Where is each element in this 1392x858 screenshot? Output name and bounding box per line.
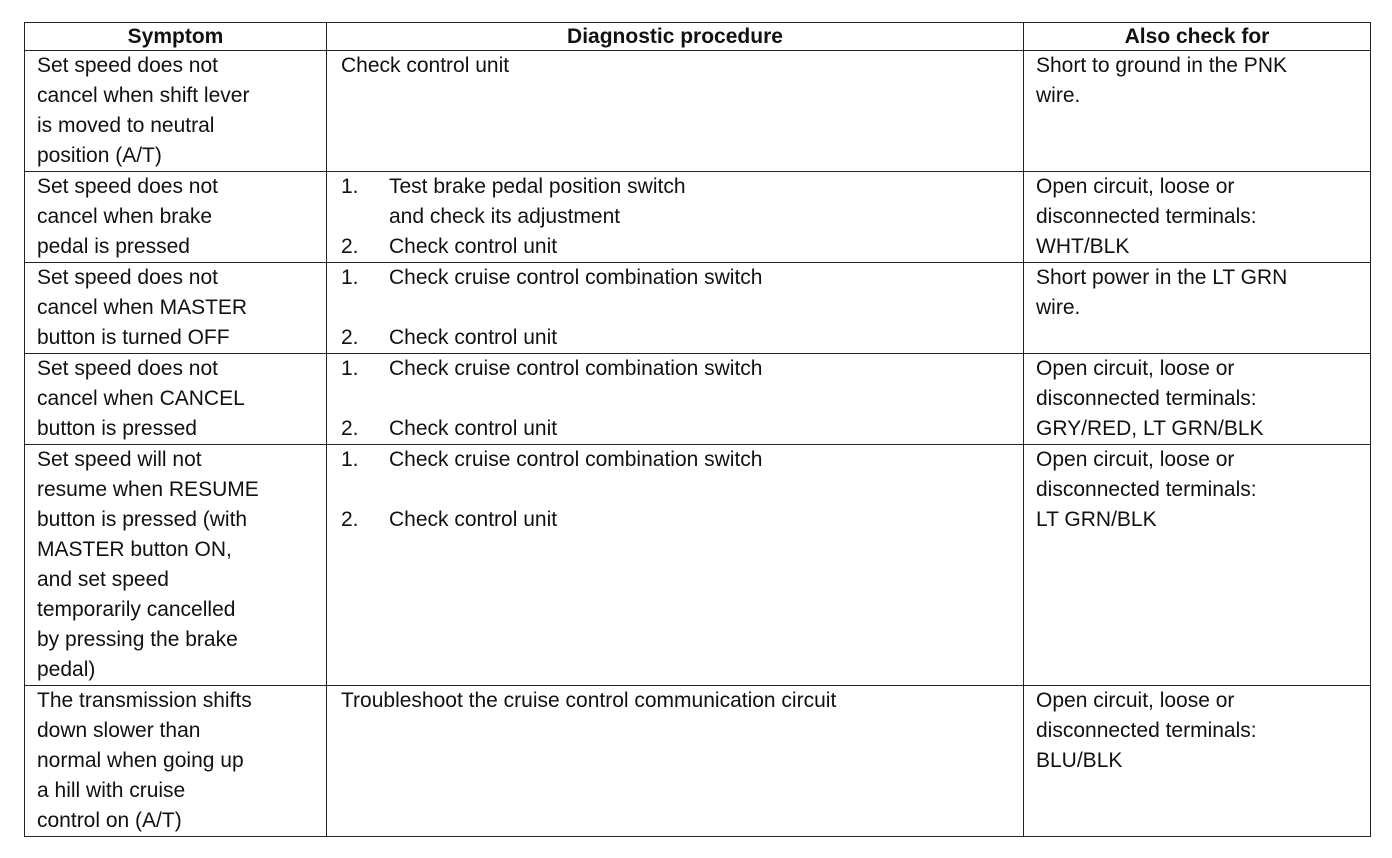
procedure-cell: Check control unit bbox=[326, 50, 1024, 172]
symptom-line: button is pressed bbox=[37, 417, 197, 440]
also-check-line: wire. bbox=[1036, 296, 1081, 319]
procedure-step: 2. Check control unit bbox=[341, 414, 1013, 444]
also-check-line: disconnected terminals: bbox=[1036, 387, 1257, 410]
table-row: Set speed does not cancel when brake ped… bbox=[24, 171, 1371, 263]
symptom-line: button is pressed (with bbox=[37, 508, 248, 531]
symptom-line: cancel when shift lever bbox=[37, 84, 250, 107]
also-check-cell: Open circuit, loose or disconnected term… bbox=[1023, 444, 1371, 686]
symptom-line: position (A/T) bbox=[37, 144, 162, 167]
symptom-line: control on (A/T) bbox=[37, 809, 182, 832]
step-text: Test brake pedal position switch bbox=[389, 175, 686, 198]
also-check-line: Open circuit, loose or bbox=[1036, 357, 1235, 380]
symptom-line: pedal) bbox=[37, 658, 96, 681]
also-check-line: BLU/BLK bbox=[1036, 749, 1123, 772]
also-check-cell: Open circuit, loose or disconnected term… bbox=[1023, 353, 1371, 445]
also-check-cell: Open circuit, loose or disconnected term… bbox=[1023, 685, 1371, 837]
symptom-line: Set speed does not bbox=[37, 175, 218, 198]
procedure-step: 2. Check control unit bbox=[341, 505, 1013, 535]
symptom-line: normal when going up bbox=[37, 749, 244, 772]
also-check-line: Open circuit, loose or bbox=[1036, 175, 1235, 198]
step-text: Check cruise control combination switch bbox=[389, 266, 763, 289]
also-check-cell: Short to ground in the PNK wire. bbox=[1023, 50, 1371, 172]
also-check-line: wire. bbox=[1036, 84, 1081, 107]
procedure-step: 2. Check control unit bbox=[341, 232, 1013, 262]
symptom-line: cancel when brake bbox=[37, 205, 213, 228]
procedure-step: 1. Test brake pedal position switch and … bbox=[341, 172, 1013, 232]
also-check-line: Short power in the LT GRN bbox=[1036, 266, 1288, 289]
symptom-line: Set speed does not bbox=[37, 266, 218, 289]
header-row: Symptom Diagnostic procedure Also check … bbox=[24, 22, 1371, 51]
symptom-line: Set speed does not bbox=[37, 357, 218, 380]
procedure-text: Troubleshoot the cruise control communic… bbox=[341, 689, 837, 712]
step-number: 1. bbox=[341, 266, 359, 289]
symptom-cell: Set speed will not resume when RESUME bu… bbox=[24, 444, 327, 686]
also-check-line: GRY/RED, LT GRN/BLK bbox=[1036, 417, 1264, 440]
symptom-line: a hill with cruise bbox=[37, 779, 186, 802]
symptom-cell: Set speed does not cancel when brake ped… bbox=[24, 171, 327, 263]
symptom-cell: Set speed does not cancel when shift lev… bbox=[24, 50, 327, 172]
step-number: 1. bbox=[341, 175, 359, 198]
step-number: 1. bbox=[341, 448, 359, 471]
also-check-cell: Short power in the LT GRN wire. bbox=[1023, 262, 1371, 354]
also-check-line: disconnected terminals: bbox=[1036, 719, 1257, 742]
procedure-cell: 1. Check cruise control combination swit… bbox=[326, 353, 1024, 445]
step-text: Check control unit bbox=[389, 326, 558, 349]
procedure-step: 1. Check cruise control combination swit… bbox=[341, 445, 1013, 475]
procedure-cell: 1. Check cruise control combination swit… bbox=[326, 262, 1024, 354]
symptom-line: is moved to neutral bbox=[37, 114, 215, 137]
symptom-line: down slower than bbox=[37, 719, 201, 742]
table-row: Set speed does not cancel when CANCEL bu… bbox=[24, 353, 1371, 445]
table-row: Set speed will not resume when RESUME bu… bbox=[24, 444, 1371, 686]
also-check-line: disconnected terminals: bbox=[1036, 205, 1257, 228]
table-row: The transmission shifts down slower than… bbox=[24, 685, 1371, 837]
symptom-line: Set speed does not bbox=[37, 54, 218, 77]
symptom-line: resume when RESUME bbox=[37, 478, 259, 501]
procedure-cell: Troubleshoot the cruise control communic… bbox=[326, 685, 1024, 837]
step-number: 2. bbox=[341, 417, 359, 440]
also-check-line: LT GRN/BLK bbox=[1036, 508, 1157, 531]
also-check-line: WHT/BLK bbox=[1036, 235, 1130, 258]
symptom-line: MASTER button ON, bbox=[37, 538, 232, 561]
symptom-line: The transmission shifts bbox=[37, 689, 252, 712]
step-text: Check control unit bbox=[389, 417, 558, 440]
step-text: Check cruise control combination switch bbox=[389, 357, 763, 380]
symptom-line: temporarily cancelled bbox=[37, 598, 236, 621]
table-row: Set speed does not cancel when MASTER bu… bbox=[24, 262, 1371, 354]
also-check-line: Short to ground in the PNK bbox=[1036, 54, 1287, 77]
symptom-line: Set speed will not bbox=[37, 448, 202, 471]
symptom-line: by pressing the brake bbox=[37, 628, 238, 651]
symptom-line: cancel when MASTER bbox=[37, 296, 248, 319]
procedure-step: 1. Check cruise control combination swit… bbox=[341, 263, 1013, 293]
procedure-step: 1. Check cruise control combination swit… bbox=[341, 354, 1013, 384]
header-also-check-for: Also check for bbox=[1023, 22, 1371, 51]
step-number: 2. bbox=[341, 235, 359, 258]
procedure-step: 2. Check control unit bbox=[341, 323, 1013, 353]
step-number: 1. bbox=[341, 357, 359, 380]
symptom-cell: The transmission shifts down slower than… bbox=[24, 685, 327, 837]
header-diagnostic-procedure: Diagnostic procedure bbox=[326, 22, 1024, 51]
step-text: and check its adjustment bbox=[389, 205, 621, 228]
also-check-line: Open circuit, loose or bbox=[1036, 689, 1235, 712]
symptom-cell: Set speed does not cancel when MASTER bu… bbox=[24, 262, 327, 354]
symptom-line: pedal is pressed bbox=[37, 235, 190, 258]
step-text: Check control unit bbox=[389, 508, 558, 531]
step-text: Check cruise control combination switch bbox=[389, 448, 763, 471]
step-number: 2. bbox=[341, 326, 359, 349]
also-check-cell: Open circuit, loose or disconnected term… bbox=[1023, 171, 1371, 263]
symptom-line: cancel when CANCEL bbox=[37, 387, 245, 410]
procedure-cell: 1. Test brake pedal position switch and … bbox=[326, 171, 1024, 263]
procedure-text: Check control unit bbox=[341, 54, 510, 77]
diagnostic-table: Symptom Diagnostic procedure Also check … bbox=[24, 22, 1371, 837]
also-check-line: Open circuit, loose or bbox=[1036, 448, 1235, 471]
step-number: 2. bbox=[341, 508, 359, 531]
procedure-cell: 1. Check cruise control combination swit… bbox=[326, 444, 1024, 686]
symptom-line: and set speed bbox=[37, 568, 169, 591]
header-symptom: Symptom bbox=[24, 22, 327, 51]
table-row: Set speed does not cancel when shift lev… bbox=[24, 50, 1371, 172]
also-check-line: disconnected terminals: bbox=[1036, 478, 1257, 501]
step-text: Check control unit bbox=[389, 235, 558, 258]
symptom-line: button is turned OFF bbox=[37, 326, 230, 349]
symptom-cell: Set speed does not cancel when CANCEL bu… bbox=[24, 353, 327, 445]
